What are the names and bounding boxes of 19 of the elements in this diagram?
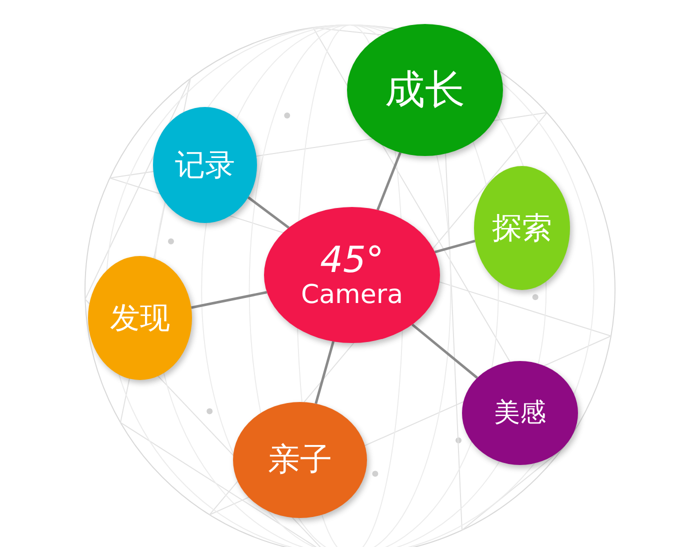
bubble-label: 45° — [320, 240, 384, 280]
connector-line — [412, 324, 478, 379]
connector-line — [376, 152, 402, 210]
bubble-label: Camera — [300, 280, 404, 310]
bubble-label: 成长 — [385, 68, 465, 112]
bubble-label: 记录 — [175, 148, 235, 182]
connector-line — [191, 291, 268, 309]
topic-bubble — [153, 107, 257, 223]
bubble-label: 探索 — [492, 212, 552, 244]
connector-line — [314, 341, 335, 404]
connector-line — [434, 240, 476, 254]
topic-bubble — [462, 361, 578, 465]
topic-bubble — [347, 24, 503, 156]
bubble-label: 发现 — [110, 302, 170, 334]
topic-bubble — [88, 256, 192, 380]
bubble-label: 美感 — [494, 398, 546, 428]
connector-line — [247, 196, 290, 229]
topic-bubble — [474, 166, 570, 290]
bubble-label: 亲子 — [268, 442, 332, 478]
